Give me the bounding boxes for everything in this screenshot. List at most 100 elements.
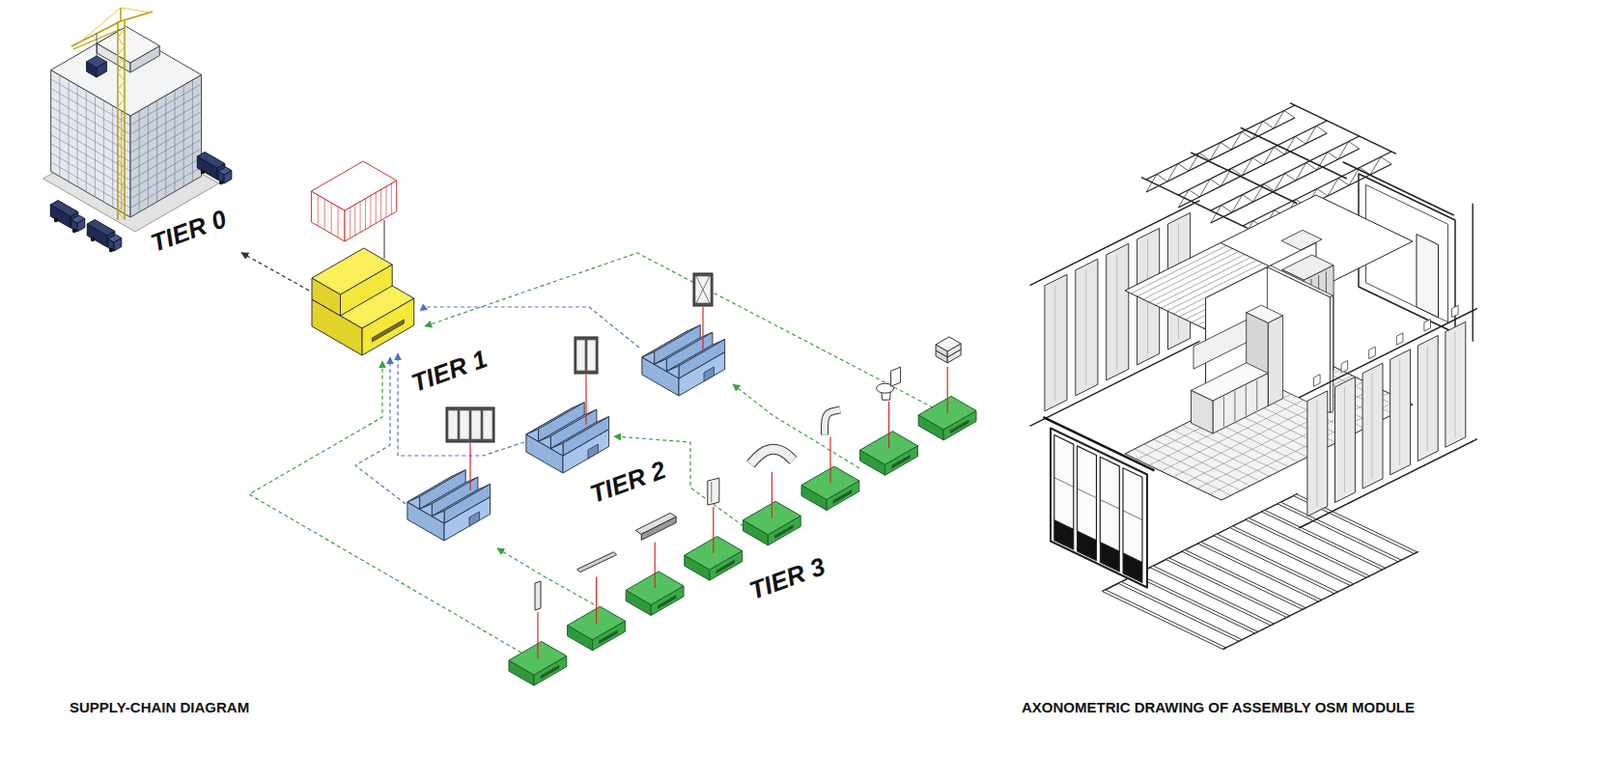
truck <box>196 152 232 186</box>
window-frame <box>693 273 713 307</box>
component-icon <box>707 477 720 506</box>
counter-door <box>1223 396 1225 427</box>
window-mullion <box>85 90 87 193</box>
door-kickplate <box>1077 531 1097 561</box>
container-rib <box>317 195 319 226</box>
crane-peak <box>119 7 122 22</box>
truck <box>86 220 122 253</box>
panel-seam <box>1399 360 1401 466</box>
component-icon <box>534 581 541 611</box>
supply-leader <box>595 577 597 624</box>
door-glass <box>1122 468 1143 563</box>
window-mullion <box>147 105 149 207</box>
container-rib <box>385 186 387 218</box>
panel-brace <box>696 276 710 304</box>
window-pane <box>576 339 586 371</box>
component-icon <box>574 336 598 374</box>
floor-joist <box>1102 589 1227 650</box>
wall-panel <box>1335 377 1356 504</box>
component-icon <box>824 410 841 436</box>
truck-wheel <box>219 180 224 185</box>
assembly-factory <box>311 248 393 295</box>
truck-trailer <box>196 152 225 169</box>
window-mullion <box>174 89 176 192</box>
roof-purlin <box>1290 103 1397 155</box>
window-mullion <box>156 100 158 202</box>
crane-mast <box>123 21 126 221</box>
truck <box>50 200 85 234</box>
window-mullion <box>192 80 194 182</box>
panel-bracket <box>1341 361 1348 373</box>
floor-line <box>130 102 202 144</box>
window-pane <box>471 410 481 440</box>
post-component <box>534 581 541 611</box>
roof-gable <box>666 365 679 379</box>
roof-glazing <box>444 484 491 525</box>
panel-bracket <box>1452 305 1460 317</box>
container-rib <box>391 183 393 215</box>
truck-cab <box>218 167 232 175</box>
panel-bracket <box>1369 346 1376 359</box>
crane-bracing <box>117 28 125 221</box>
factory-door <box>588 444 598 459</box>
window-mullion <box>94 95 96 197</box>
supplier-slot <box>716 560 735 574</box>
panel-seam <box>1372 373 1374 479</box>
window-pane <box>482 410 493 440</box>
wall-panel <box>1307 391 1328 517</box>
container-rib <box>375 192 377 224</box>
window-mullion <box>120 111 122 213</box>
door-transom <box>1077 488 1097 499</box>
panel-seam <box>1054 285 1056 402</box>
tier-label: TIER 0 <box>142 203 234 261</box>
panel-seam <box>1344 387 1346 493</box>
truck-trailer <box>86 220 115 237</box>
roof-gable <box>420 504 433 517</box>
component-icon <box>876 366 901 400</box>
crane-tie <box>120 7 151 13</box>
container-rib <box>360 201 362 233</box>
door-glass <box>1077 446 1097 541</box>
wall-panel <box>1445 321 1466 448</box>
floor-joist <box>1230 526 1354 587</box>
door-kickplate <box>1122 553 1143 583</box>
window-mullion <box>77 84 79 187</box>
roof-gable <box>431 510 445 524</box>
fridge <box>1267 315 1283 407</box>
tier-label: TIER 3 <box>741 551 833 609</box>
wall-panel <box>1044 274 1067 412</box>
panel-bracket <box>1396 333 1404 345</box>
panel-component <box>707 477 720 506</box>
supplier-slot <box>774 525 793 539</box>
roof-glazing <box>678 339 726 380</box>
supply-leader <box>654 541 656 589</box>
end-beam <box>1343 162 1455 216</box>
material-flow <box>497 548 594 605</box>
wall-panel <box>1362 363 1383 489</box>
component-icon <box>935 336 961 364</box>
crane-jib <box>73 28 121 50</box>
floor-joist <box>1262 509 1386 570</box>
shipping-container <box>310 161 396 211</box>
counter-door <box>1245 385 1247 416</box>
tier-label: TIER 2 <box>582 454 674 512</box>
floor-joist <box>1166 558 1291 618</box>
partition-wall <box>1266 267 1330 414</box>
kitchen-counter <box>1191 390 1214 434</box>
window-pane <box>587 339 596 371</box>
window-pane <box>448 410 458 440</box>
floor-joist <box>1181 550 1306 611</box>
window-frame <box>446 407 495 443</box>
crane-load <box>86 56 108 68</box>
component-icon <box>635 512 676 540</box>
supplier-slot <box>833 490 852 505</box>
tier-label: TIER 1 <box>403 343 495 401</box>
crane-counter-jib <box>120 11 153 22</box>
factory-door <box>469 511 479 527</box>
floor-line <box>130 93 202 136</box>
window-pane <box>459 410 470 440</box>
floor-joist <box>1245 518 1370 579</box>
window-mullion <box>103 100 105 202</box>
end-wall-door <box>1416 234 1439 318</box>
